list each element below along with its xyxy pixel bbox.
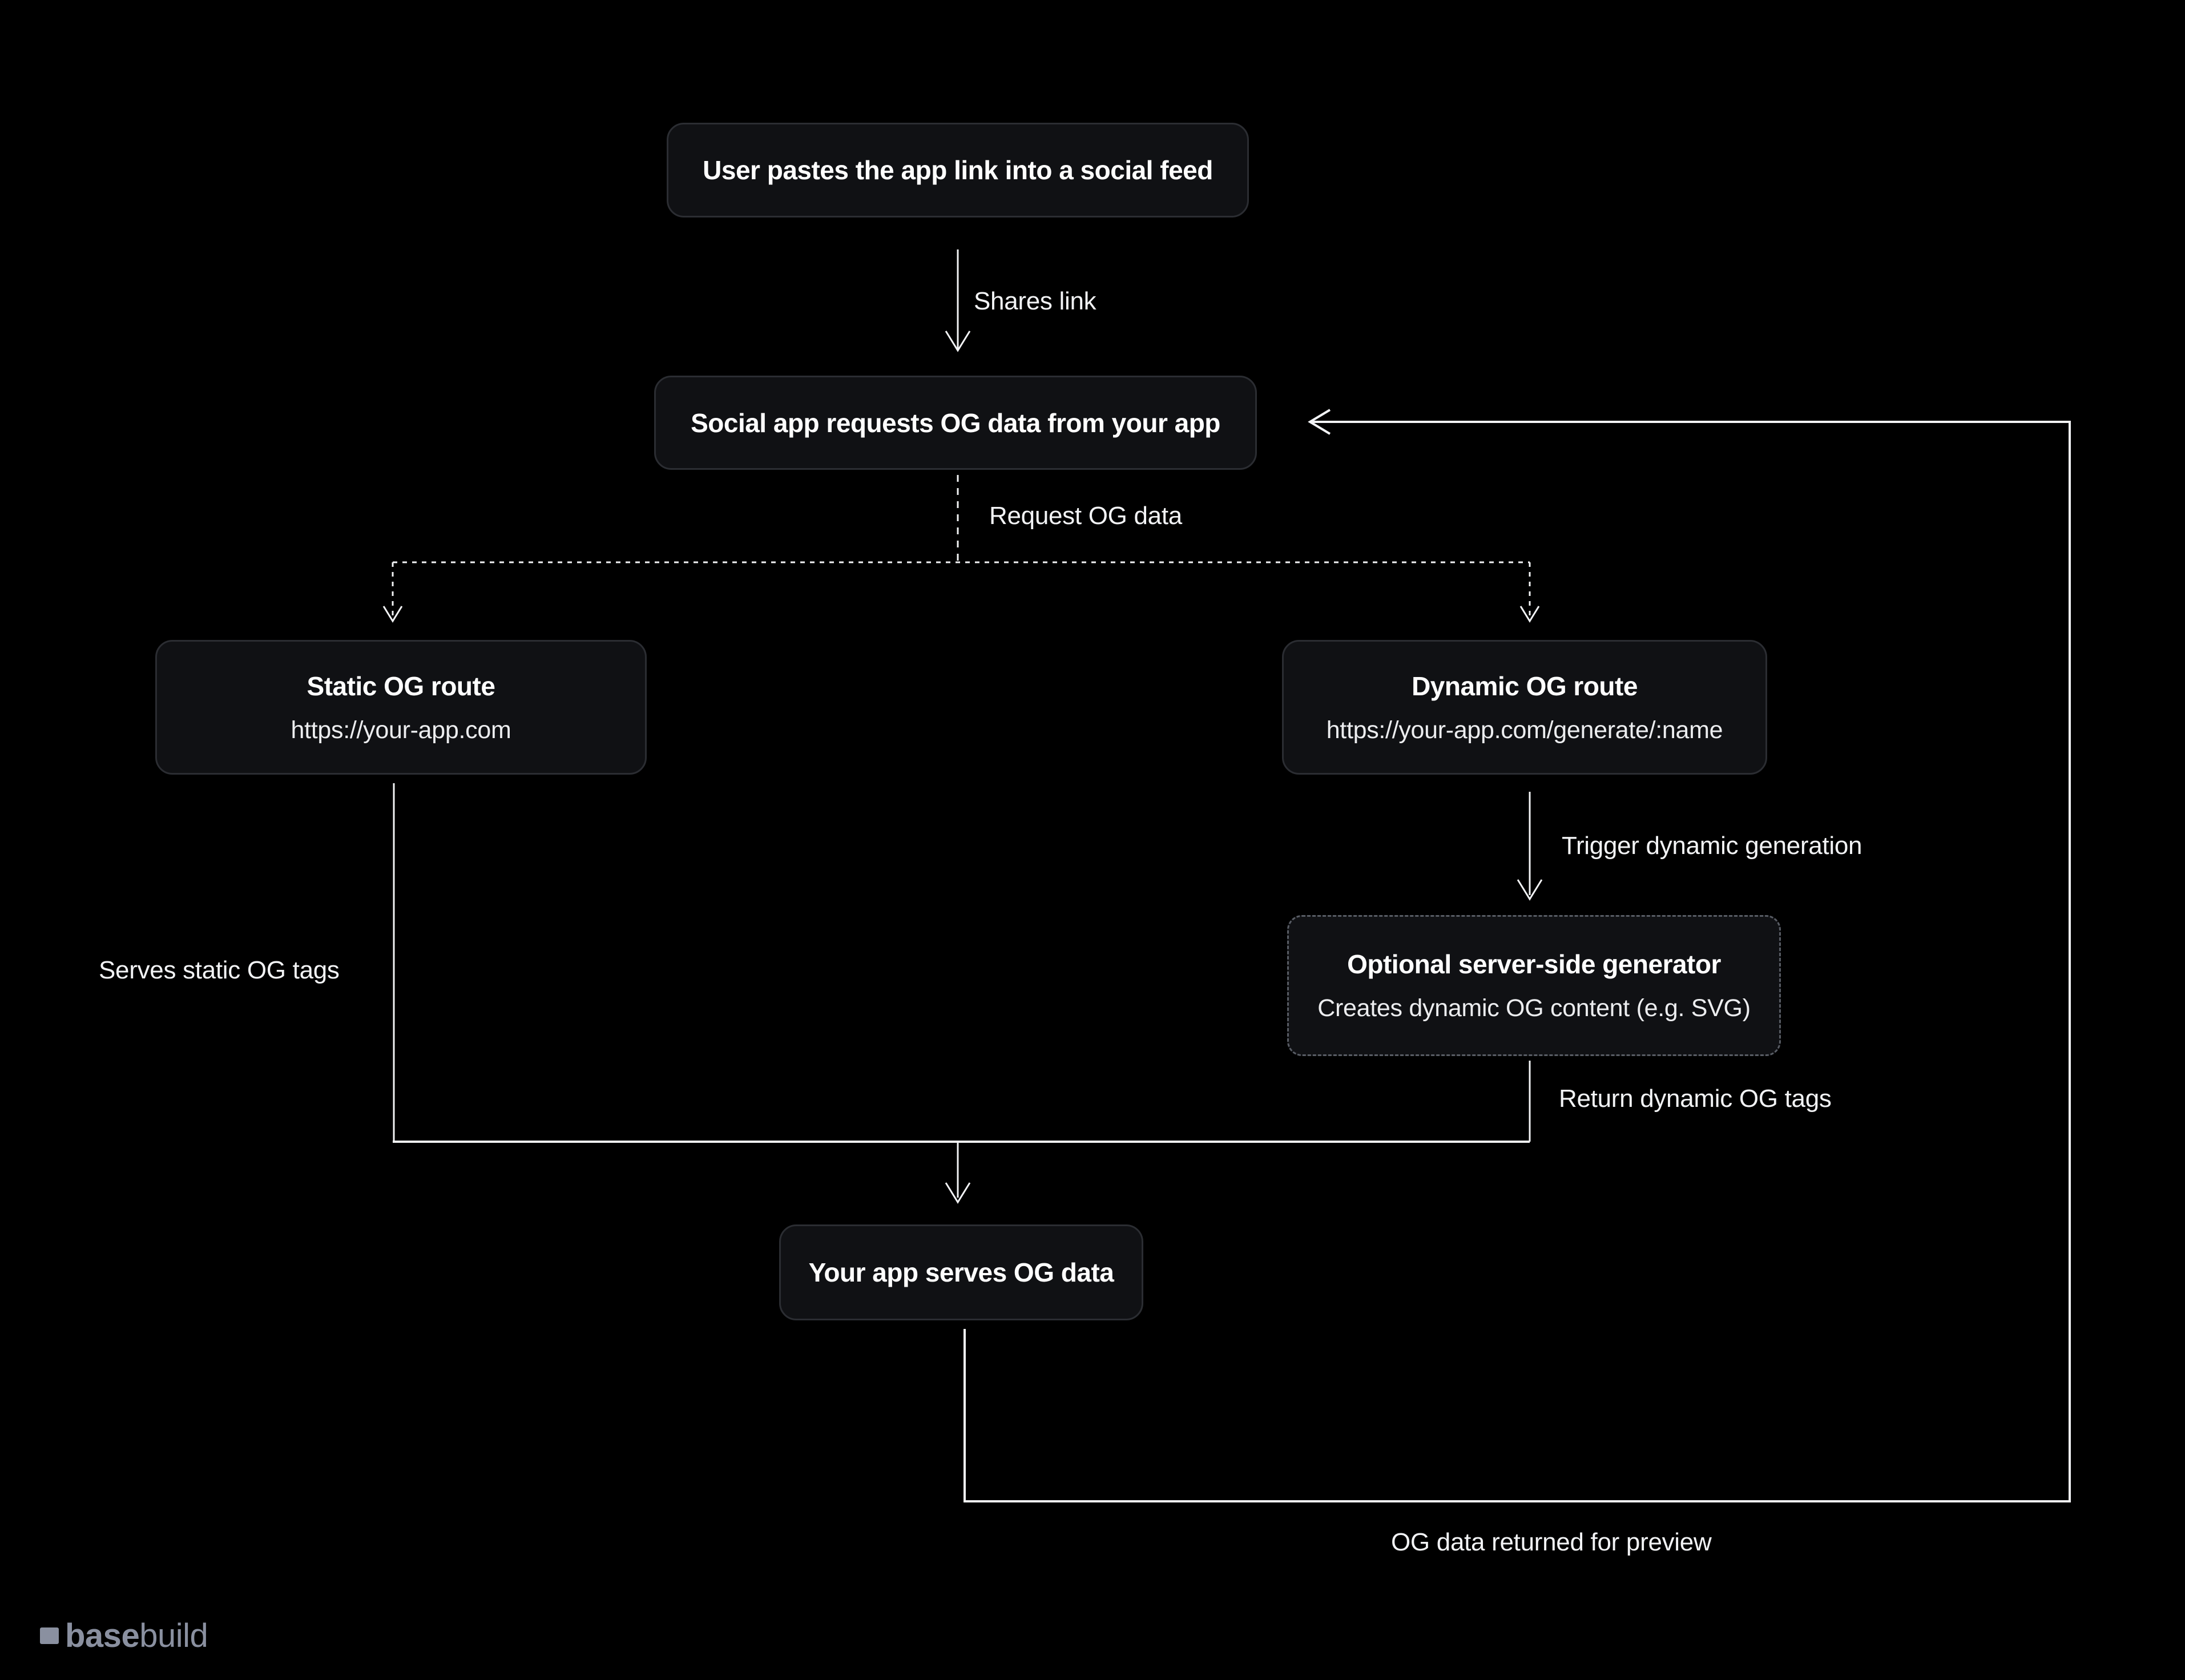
logo-square-icon [40,1627,59,1644]
node-title: Your app serves OG data [808,1258,1114,1287]
arrowhead-shares-link-icon [945,331,971,352]
node-title: Static OG route [307,671,495,701]
arrowhead-feedback-icon [1308,409,1331,435]
arrowhead-left-drop-icon [382,606,403,623]
edge-label-og-returned: OG data returned for preview [1391,1528,1712,1556]
node-serve-og: Your app serves OG data [779,1224,1143,1320]
node-title: Social app requests OG data from your ap… [691,408,1220,438]
edge-label-serves-static: Serves static OG tags [99,956,340,984]
node-title: Optional server-side generator [1347,949,1721,979]
node-subtitle: https://your-app.com/generate/:name [1326,716,1723,744]
node-title: User pastes the app link into a social f… [703,155,1213,185]
logo-text-build: build [139,1617,208,1654]
arrowhead-right-drop-icon [1519,606,1540,623]
node-title: Dynamic OG route [1412,671,1638,701]
node-user-paste: User pastes the app link into a social f… [667,123,1249,217]
arrowhead-merge-down-icon [945,1182,971,1204]
logo-text-base: base [65,1617,140,1654]
node-dynamic-route: Dynamic OG route https://your-app.com/ge… [1282,640,1767,775]
edge-label-trigger-dynamic: Trigger dynamic generation [1562,832,1863,860]
edge-label-return-dynamic: Return dynamic OG tags [1559,1085,1832,1113]
arrowhead-trigger-dynamic-icon [1517,879,1543,901]
node-static-route: Static OG route https://your-app.com [155,640,647,775]
edge-label-shares-link: Shares link [974,287,1096,315]
node-subtitle: Creates dynamic OG content (e.g. SVG) [1317,994,1751,1022]
node-subtitle: https://your-app.com [291,716,511,744]
node-social-request: Social app requests OG data from your ap… [654,376,1257,470]
edge-feedback-loop [964,421,2071,1502]
edge-label-request-og-data: Request OG data [989,502,1182,530]
node-optional-generator: Optional server-side generator Creates d… [1287,915,1781,1056]
